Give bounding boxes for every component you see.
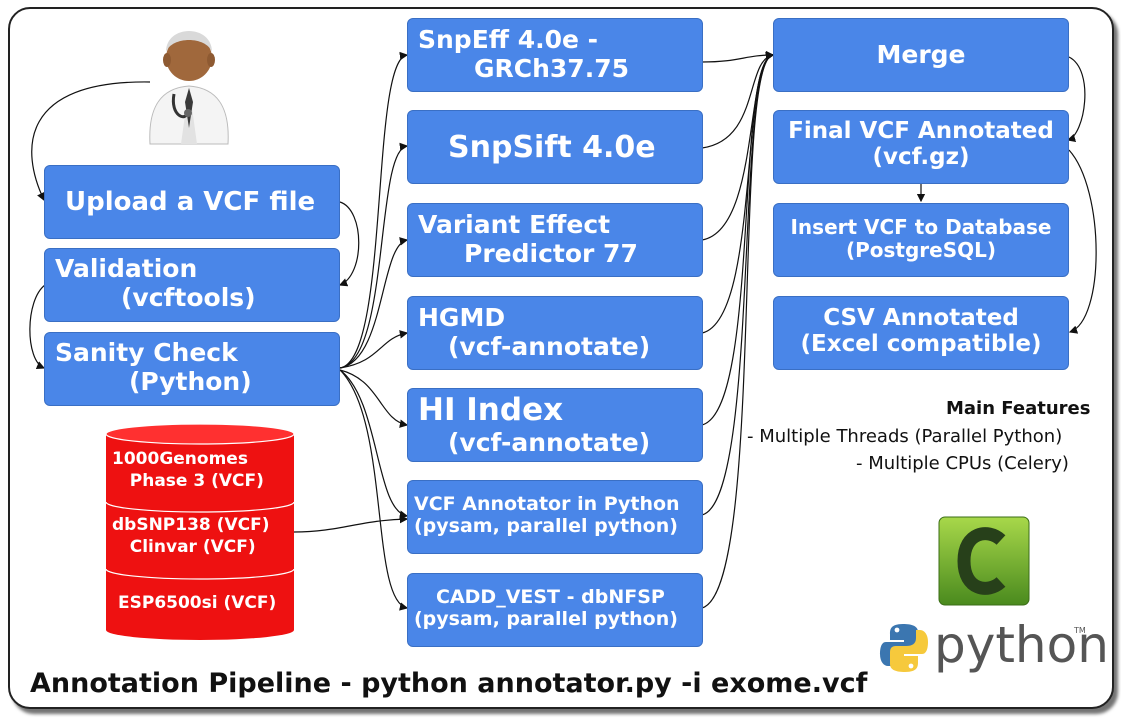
step-upload: Upload a VCF file [44,165,340,239]
step-validation-line1: Validation [55,254,198,283]
edge-sanity-vcfannotator [339,369,409,519]
annotator-hiindex: HI Index (vcf-annotate) [407,388,703,462]
output-final-vcf-line2: (vcf.gz) [872,144,970,171]
step-sanity-line2: (Python) [129,366,252,396]
output-merge-label: Merge [876,40,966,69]
annotator-vcf-python: VCF Annotator in Python (pysam, parallel… [407,480,703,554]
edge-hiindex-merge [701,51,775,426]
edge-sanity-hiindex [339,369,409,428]
annotator-cadd-line1: CADD_VEST - dbNFSP [436,586,665,608]
annotator-hgmd: HGMD (vcf-annotate) [407,296,703,370]
annotator-snpsift-label: SnpSift 4.0e [448,130,656,165]
edge-sanity-vep [339,237,409,369]
edge-user-upload [31,81,151,202]
edge-hgmd-merge [701,51,775,334]
annotator-cadd: CADD_VEST - dbNFSP (pysam, parallel pyth… [407,573,703,647]
annotator-vcf-python-line1: VCF Annotator in Python [414,493,680,515]
celery-logo [938,516,1030,606]
edge-final-csv [1068,149,1097,334]
output-insert-db-line2: (PostgreSQL) [845,238,997,262]
edge-cadd-merge [701,51,775,609]
output-csv-line2: (Excel compatible) [800,331,1042,358]
edge-upload-validation [338,201,360,287]
python-trademark: TM [1074,626,1086,635]
annotator-hiindex-line2: (vcf-annotate) [448,427,651,457]
edge-snpsift-merge [701,52,775,149]
edge-sanity-snpsift [339,142,409,369]
output-merge: Merge [773,18,1069,92]
python-wordmark: python [934,616,1109,674]
step-validation-line2: (vcftools) [121,282,256,312]
output-csv-line1: CSV Annotated [823,305,1019,331]
annotator-vep: Variant Effect Predictor 77 [407,203,703,277]
output-csv: CSV Annotated (Excel compatible) [773,296,1069,370]
page-title: Annotation Pipeline - python annotator.p… [30,668,868,699]
annotator-snpeff-line1: SnpEff 4.0e - [418,25,599,54]
db-esp6500: ESP6500si (VCF) [118,593,277,613]
output-final-vcf: Final VCF Annotated (vcf.gz) [773,110,1069,184]
database-cylinder [106,424,294,640]
output-final-vcf-line1: Final VCF Annotated [788,118,1054,144]
annotator-vep-line2: Predictor 77 [464,238,638,268]
step-sanity-line1: Sanity Check [55,338,238,367]
annotator-hiindex-line1: HI Index [418,392,564,428]
edge-sanity-hgmd [339,330,409,369]
edge-sanity-snpeff [339,51,409,369]
step-sanity: Sanity Check (Python) [44,332,340,406]
doctor-icon [149,31,229,145]
edge-validation-sanity [29,284,46,370]
step-validation: Validation (vcftools) [44,248,340,322]
edge-snpeff-merge [701,50,775,63]
annotator-vcf-python-line2: (pysam, parallel python) [414,514,678,537]
edge-vep-merge [701,52,775,241]
feature-item-cpus: - Multiple CPUs (Celery) [856,453,1069,474]
edge-db-vcfannotator [293,514,409,533]
db-1000genomes: 1000Genomes Phase 3 (VCF) [112,449,264,492]
db-dbsnp-clinvar: dbSNP138 (VCF) Clinvar (VCF) [112,515,270,558]
step-upload-label: Upload a VCF file [65,187,316,217]
annotator-hgmd-line2: (vcf-annotate) [448,331,651,361]
annotator-snpeff-line2: GRCh37.75 [474,53,629,83]
features-heading: Main Features [946,398,1091,419]
feature-item-threads: - Multiple Threads (Parallel Python) [747,426,1063,447]
output-insert-db-line1: Insert VCF to Database [790,215,1052,239]
output-insert-db: Insert VCF to Database (PostgreSQL) [773,203,1069,277]
python-logo-icon [880,624,928,672]
edge-merge-final [1066,56,1086,142]
annotator-cadd-line2: (pysam, parallel python) [414,607,678,630]
annotator-hgmd-line1: HGMD [418,303,506,332]
edge-sanity-cadd [339,369,409,611]
annotator-vep-line1: Variant Effect [418,210,611,239]
annotator-snpeff: SnpEff 4.0e - GRCh37.75 [407,18,703,92]
annotator-snpsift: SnpSift 4.0e [407,110,703,184]
